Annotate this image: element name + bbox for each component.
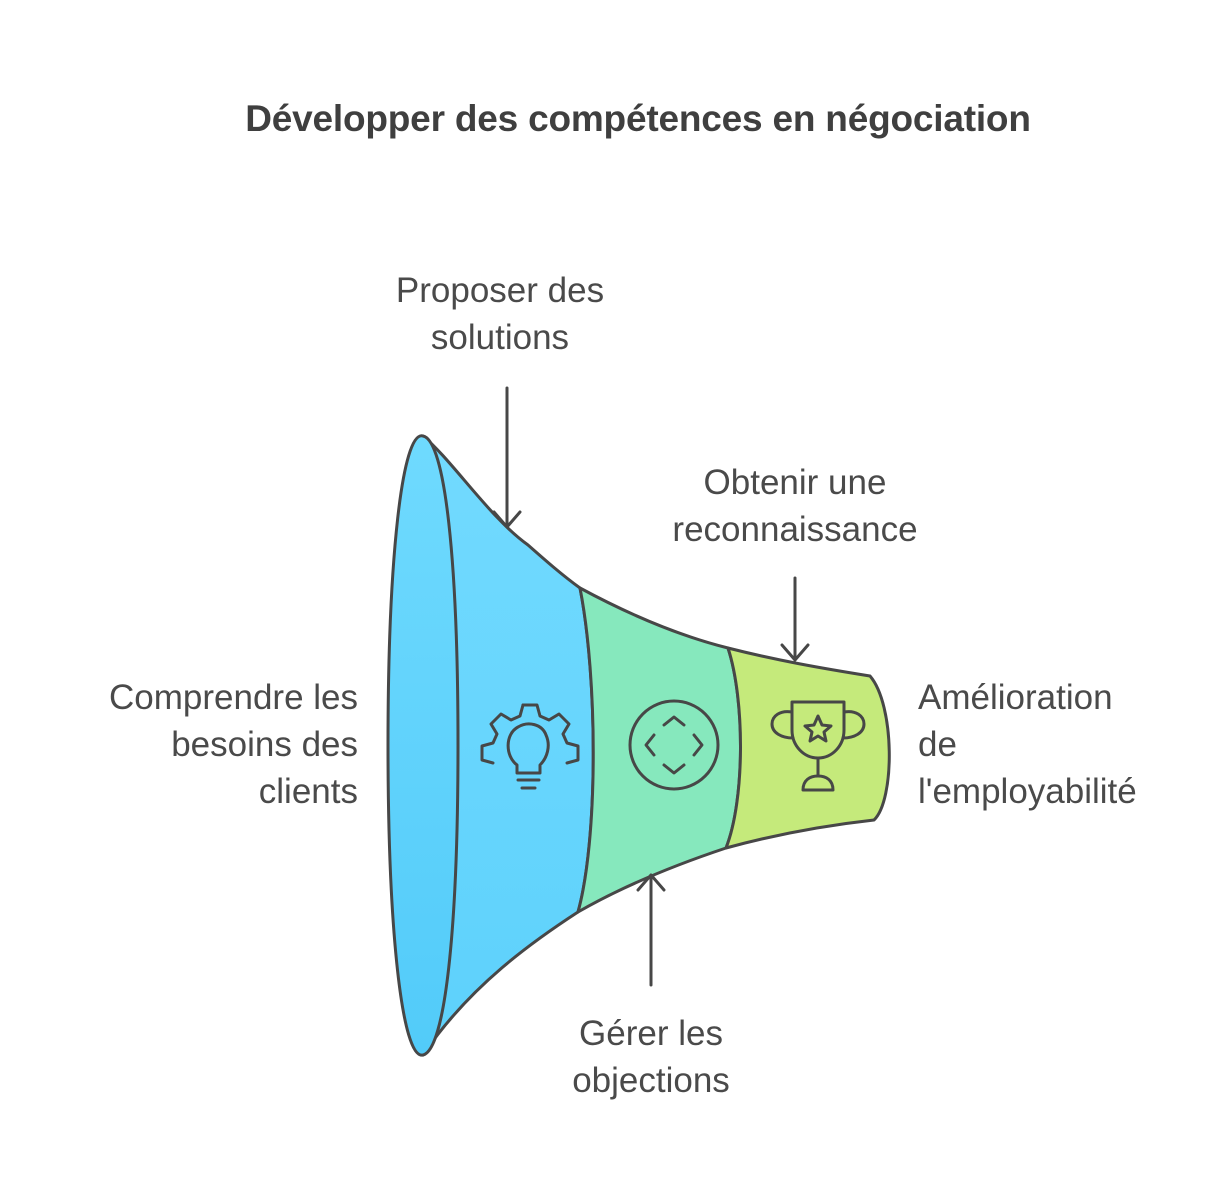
label-proposer-solutions: Proposer des solutions [360,267,640,361]
label-line: Comprendre les [109,678,358,717]
lightbulb-gear-icon [480,703,580,790]
label-line: reconnaissance [672,510,918,549]
label-line: besoins des [171,725,358,764]
label-line: de [918,725,957,764]
label-comprendre-besoins: Comprendre les besoins des clients [40,674,358,815]
diagram-title: Développer des compétences en négociatio… [245,98,1031,139]
label-line: Obtenir une [703,463,887,502]
segment-objections [576,586,742,914]
segment-besoins [386,434,460,1057]
label-line: Gérer les [579,1014,723,1053]
segment-reconnaissance [724,646,891,850]
label-gerer-objections: Gérer les objections [520,1010,782,1104]
label-line: solutions [430,318,570,357]
trophy-star-icon [770,700,866,792]
label-line: objections [572,1061,730,1100]
label-line: l'employabilité [918,772,1137,811]
arrow-bottom [636,873,666,987]
arrow-top [492,386,522,529]
label-amelioration-employabilite: Amélioration de l'employabilité [918,674,1218,815]
circle-arrows-icon [628,699,720,791]
label-line: clients [258,772,358,811]
label-line: Proposer des [395,271,605,310]
label-line: Amélioration [918,678,1113,717]
label-obtenir-reconnaissance: Obtenir une reconnaissance [640,459,950,553]
arrow-reconnaissance [780,576,810,662]
